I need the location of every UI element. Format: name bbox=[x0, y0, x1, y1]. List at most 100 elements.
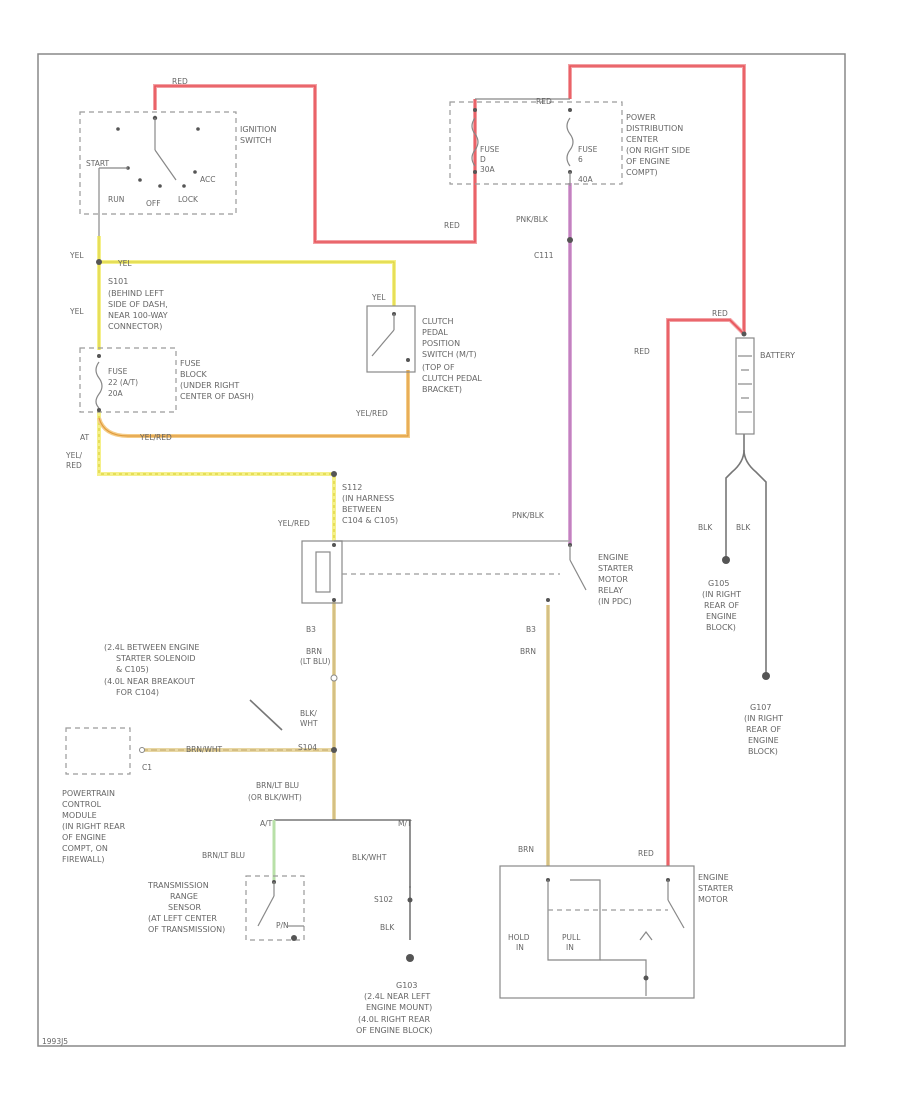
label-brn-right: BRN bbox=[520, 647, 536, 656]
label-pdc-4: (ON RIGHT SIDE bbox=[626, 146, 690, 155]
label-s101-5: CONNECTOR) bbox=[108, 322, 162, 331]
label-brn-motor: BRN bbox=[518, 845, 534, 854]
powertrain-control-module bbox=[65, 727, 145, 775]
label-fb-3: (UNDER RIGHT bbox=[180, 381, 239, 390]
label-ign-start: START bbox=[86, 159, 110, 168]
label-g105-1: G105 bbox=[708, 579, 729, 588]
label-yel-1: YEL bbox=[69, 251, 84, 260]
label-relay-5: (IN PDC) bbox=[598, 597, 632, 606]
label-batt-red-side: RED bbox=[634, 347, 650, 356]
label-g107-4: ENGINE bbox=[748, 736, 779, 745]
label-g103-3: ENGINE MOUNT) bbox=[366, 1003, 432, 1012]
label-relay-3: MOTOR bbox=[598, 575, 628, 584]
wire-yel-red-clutch bbox=[97, 370, 410, 438]
label-clutch-5: (TOP OF bbox=[422, 363, 455, 372]
label-g107-5: BLOCK) bbox=[748, 747, 778, 756]
label-blk-wht-2: WHT bbox=[300, 719, 318, 728]
label-motor-3: MOTOR bbox=[698, 895, 728, 904]
label-pdc-1: POWER bbox=[626, 113, 656, 122]
label-s102: S102 bbox=[374, 895, 393, 904]
label-red-motor: RED bbox=[638, 849, 654, 858]
transmission-range-sensor bbox=[245, 875, 305, 941]
label-fb-2: BLOCK bbox=[180, 370, 208, 379]
label-clutch-6: CLUTCH PEDAL bbox=[422, 374, 482, 383]
label-yel-4: YEL bbox=[371, 293, 386, 302]
label-g105-2: (IN RIGHT bbox=[702, 590, 741, 599]
label-pdc-fuse-left-1: FUSE bbox=[480, 145, 500, 154]
label-pdc-fuse-right-3: 40A bbox=[578, 175, 594, 184]
label-blk-wht-1: BLK/ bbox=[300, 709, 317, 718]
label-trs-4: (AT LEFT CENTER bbox=[148, 914, 217, 923]
label-g105-5: BLOCK) bbox=[706, 623, 736, 632]
label-trs-pn: P/N bbox=[276, 921, 289, 930]
label-g107-3: REAR OF bbox=[746, 725, 781, 734]
label-s112-1: S112 bbox=[342, 483, 362, 492]
label-pcm-4: (IN RIGHT REAR bbox=[62, 822, 126, 831]
label-fb-fuse-3: 20A bbox=[108, 389, 124, 398]
label-trs-5: OF TRANSMISSION) bbox=[148, 925, 225, 934]
splices-and-grounds bbox=[96, 237, 770, 962]
label-brn-lblu-2: (LT BLU) bbox=[300, 657, 330, 666]
label-pcm-2: CONTROL bbox=[62, 800, 102, 809]
label-brn-lblu-1: BRN bbox=[306, 647, 322, 656]
label-g103-5: OF ENGINE BLOCK) bbox=[356, 1026, 433, 1035]
label-brn-wht: BRN/WHT bbox=[186, 745, 223, 754]
label-g103-2: (2.4L NEAR LEFT bbox=[364, 992, 430, 1001]
note-leader-line bbox=[249, 699, 283, 731]
label-pcm-6: COMPT, ON bbox=[62, 844, 108, 853]
label-batt-red-top: RED bbox=[712, 309, 728, 318]
label-pdc-fuse-left-3: 30A bbox=[480, 165, 496, 174]
label-note-3: & C105) bbox=[116, 665, 149, 674]
label-g105-4: ENGINE bbox=[706, 612, 737, 621]
label-g107-1: G107 bbox=[750, 703, 771, 712]
label-at-1: AT bbox=[80, 433, 90, 442]
label-hold-1: HOLD bbox=[508, 933, 530, 942]
label-relay-4: RELAY bbox=[598, 586, 623, 595]
label-trs-3: SENSOR bbox=[168, 903, 201, 912]
label-brn-lblu-5: BRN/LT BLU bbox=[202, 851, 245, 860]
label-blk-wht-3: BLK/WHT bbox=[352, 853, 387, 862]
label-s112-4: C104 & C105) bbox=[342, 516, 398, 525]
label-yel-red-4: YEL/ bbox=[65, 451, 82, 460]
label-pdc-2: DISTRIBUTION bbox=[626, 124, 683, 133]
label-pcm-7: FIREWALL) bbox=[62, 855, 105, 864]
label-pcm-5: OF ENGINE bbox=[62, 833, 106, 842]
label-ign-acc: ACC bbox=[200, 175, 215, 184]
label-yel-red-1: YEL/RED bbox=[355, 409, 388, 418]
fuse-block bbox=[79, 347, 177, 413]
label-s101-1: S101 bbox=[108, 277, 128, 286]
label-s101-4: NEAR 100-WAY bbox=[108, 311, 168, 320]
label-clutch-2: PEDAL bbox=[422, 328, 448, 337]
label-s104: S104 bbox=[298, 743, 317, 752]
label-ign-off: OFF bbox=[146, 199, 161, 208]
label-b3-left: B3 bbox=[306, 625, 316, 634]
label-fb-fuse-2: 22 (A/T) bbox=[108, 378, 138, 387]
label-s101-2: (BEHIND LEFT bbox=[108, 289, 164, 298]
label-b3-right: B3 bbox=[526, 625, 536, 634]
label-fb-4: CENTER OF DASH) bbox=[180, 392, 254, 401]
label-pdc-6: COMPT) bbox=[626, 168, 658, 177]
label-clutch-3: POSITION bbox=[422, 339, 460, 348]
label-g103-1: G103 bbox=[396, 981, 417, 990]
label-g107-2: (IN RIGHT bbox=[744, 714, 783, 723]
label-s112-3: BETWEEN bbox=[342, 505, 381, 514]
label-pull-2: IN bbox=[566, 943, 574, 952]
label-trs-1: TRANSMISSION bbox=[147, 881, 209, 890]
label-pdc-fuse-right-2: 6 bbox=[578, 155, 583, 164]
label-g103-4: (4.0L RIGHT REAR bbox=[358, 1015, 430, 1024]
label-yel-red-2: YEL/RED bbox=[139, 433, 172, 442]
label-clutch-7: BRACKET) bbox=[422, 385, 462, 394]
label-clutch-1: CLUTCH bbox=[422, 317, 454, 326]
label-s101-3: SIDE OF DASH, bbox=[108, 300, 168, 309]
label-pdc-fuse-right-1: FUSE bbox=[578, 145, 598, 154]
label-note-5: FOR C104) bbox=[116, 688, 159, 697]
label-fb-1: FUSE bbox=[180, 359, 201, 368]
label-hold-2: IN bbox=[516, 943, 524, 952]
label-note-2: STARTER SOLENOID bbox=[116, 654, 196, 663]
label-yel-red-3: YEL/RED bbox=[277, 519, 310, 528]
wire-red-starter-motor-feed bbox=[666, 318, 746, 866]
label-motor-2: STARTER bbox=[698, 884, 734, 893]
label-clutch-4: SWITCH (M/T) bbox=[422, 350, 477, 359]
label-note-1: (2.4L BETWEEN ENGINE bbox=[104, 643, 199, 652]
label-pdc-fuse-left-2: D bbox=[480, 155, 486, 164]
